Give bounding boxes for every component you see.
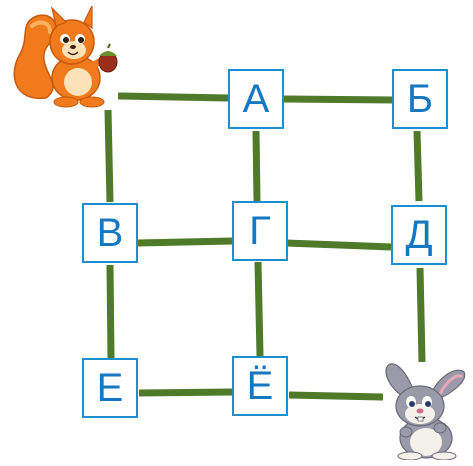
node-e-label: Е — [96, 366, 124, 410]
path-start-v[interactable] — [104, 109, 114, 203]
path-b-d[interactable] — [413, 130, 423, 202]
path-e-yo[interactable] — [138, 388, 233, 397]
path-g-yo[interactable] — [254, 261, 264, 357]
path-g-d[interactable] — [285, 239, 392, 251]
node-g-label: Г — [249, 209, 271, 253]
node-b[interactable]: Б — [392, 69, 448, 129]
node-g[interactable]: Г — [232, 201, 288, 261]
path-yo-goal[interactable] — [288, 391, 384, 401]
node-a-label: А — [242, 77, 270, 121]
path-d-goal[interactable] — [416, 267, 426, 363]
node-b-label: Б — [406, 77, 434, 121]
node-d-label: Д — [405, 213, 433, 257]
path-a-b[interactable] — [283, 95, 393, 104]
path-v-g[interactable] — [137, 237, 233, 247]
path-v-e[interactable] — [106, 264, 115, 359]
node-e[interactable]: Е — [82, 358, 138, 418]
node-yo-label: Ё — [246, 364, 274, 408]
node-d[interactable]: Д — [391, 205, 447, 265]
node-a[interactable]: А — [228, 69, 284, 129]
node-v-label: В — [96, 211, 124, 255]
rabbit-icon — [385, 363, 466, 460]
path-a-g[interactable] — [252, 130, 261, 202]
node-v[interactable]: В — [82, 203, 138, 263]
path-start-a[interactable] — [117, 92, 229, 102]
squirrel-icon — [13, 6, 118, 108]
node-yo[interactable]: Ё — [232, 356, 288, 416]
